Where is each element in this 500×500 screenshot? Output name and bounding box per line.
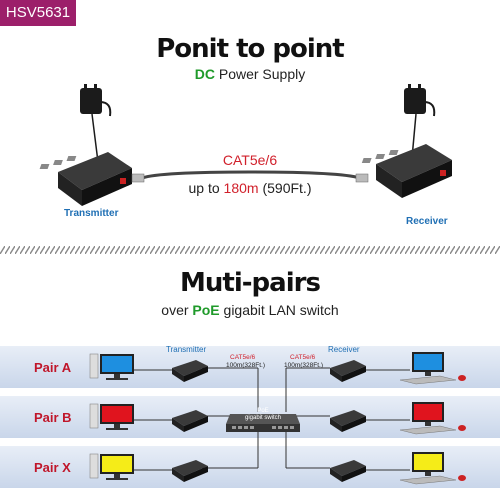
cable-distance-label: up to 180m (590Ft.)	[0, 180, 500, 196]
switch-line-2: gigabit switch	[244, 415, 282, 421]
transmitter-icon	[172, 360, 208, 382]
source-monitor-icon	[100, 404, 134, 430]
pc-tower-icon	[89, 403, 99, 429]
receiver-label: Receiver	[406, 216, 448, 227]
pair-x-label: Pair X	[34, 460, 71, 475]
transmitter-label: Transmitter	[64, 208, 119, 219]
display-monitor-icon	[412, 402, 444, 426]
receiver-icon	[330, 410, 366, 432]
pc-tower-icon	[89, 453, 99, 479]
subtitle-accent-dc: DC	[194, 66, 215, 82]
cat-cable-icon	[131, 170, 369, 183]
distance-prefix: up to	[188, 180, 220, 196]
multi-subtitle-prefix: over	[161, 302, 189, 318]
pair-a-label: Pair A	[34, 360, 72, 375]
multi-transmitter-label: Transmitter	[166, 345, 207, 354]
multi-subtitle-accent: PoE	[192, 302, 220, 318]
point-to-point-diagram	[39, 84, 452, 206]
keyboard-mouse-icon	[399, 375, 466, 385]
multi-pairs-title: Muti-pairs	[180, 268, 321, 298]
section-divider	[0, 246, 500, 254]
distance-left-label: 100m(328Ft.)	[226, 362, 266, 369]
keyboard-mouse-icon	[399, 475, 466, 485]
pair-row-devices	[89, 402, 466, 435]
multi-subtitle-rest: gigabit LAN switch	[223, 302, 339, 318]
multi-pairs-subtitle: over PoE gigabit LAN switch	[0, 302, 500, 318]
receiver-icon	[330, 460, 366, 482]
receiver-device-icon	[361, 144, 452, 198]
left-power-adapter-icon	[80, 84, 112, 163]
display-monitor-icon	[412, 452, 444, 476]
distance-right-label: 100m(328Ft.)	[284, 362, 324, 369]
model-badge: HSV5631	[0, 0, 76, 26]
cable-right-label: CAT5e/6	[290, 354, 316, 361]
source-monitor-icon	[100, 354, 134, 380]
transmitter-icon	[172, 460, 208, 482]
pair-b-label: Pair B	[34, 410, 72, 425]
pc-tower-icon	[89, 353, 99, 379]
point-to-point-title: Ponit to point	[156, 34, 345, 64]
pair-row-devices	[89, 352, 466, 385]
distance-suffix: (590Ft.)	[262, 180, 312, 196]
multi-receiver-label: Receiver	[328, 345, 360, 354]
receiver-icon	[330, 360, 366, 382]
point-to-point-subtitle: DC Power Supply	[0, 66, 500, 82]
keyboard-mouse-icon	[399, 425, 466, 435]
distance-accent: 180m	[223, 180, 259, 196]
source-monitor-icon	[100, 454, 134, 480]
transmitter-device-icon	[39, 152, 132, 206]
display-monitor-icon	[412, 352, 444, 376]
subtitle-rest: Power Supply	[218, 66, 306, 82]
pair-row-devices	[89, 452, 466, 485]
switch-line-1: PoE	[257, 408, 269, 414]
poe-switch-icon	[226, 414, 300, 432]
cable-left-label: CAT5e/6	[230, 354, 256, 361]
cable-type-label: CAT5e/6	[222, 152, 278, 168]
transmitter-icon	[172, 410, 208, 432]
switch-label: PoE gigabit switch	[226, 408, 300, 422]
